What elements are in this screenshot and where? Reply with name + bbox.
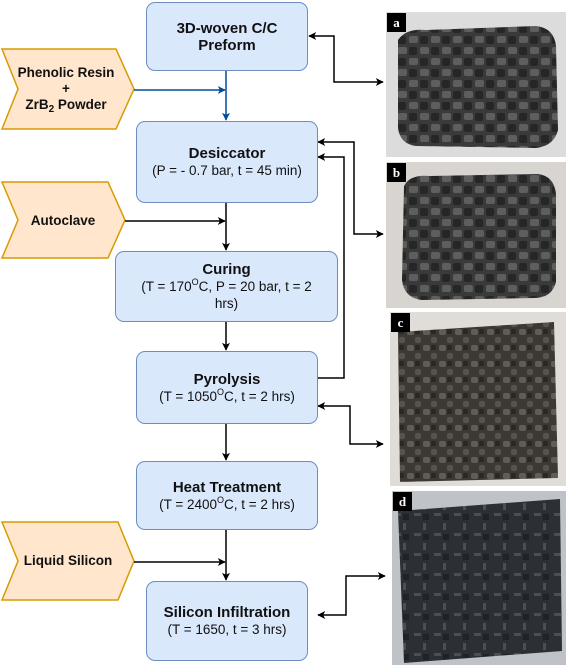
photo-a-image: [398, 26, 558, 148]
step-preform-title: 3D-woven C/C: [176, 19, 278, 37]
photo-a-label: a: [387, 13, 406, 32]
input-liquid-silicon: Liquid Silicon: [4, 548, 132, 574]
photo-b-desiccator: b: [386, 162, 566, 308]
autoclave-input-shape: [0, 181, 126, 259]
step-curing: Curing (T = 170OC, P = 20 bar, t = 2 hrs…: [115, 251, 338, 322]
photo-c-label: c: [391, 313, 410, 332]
step-curing-conditions-2: hrs): [214, 296, 239, 311]
step-pyrolysis-title: Pyrolysis: [193, 370, 261, 388]
step-pyrolysis: Pyrolysis (T = 1050OC, t = 2 hrs): [136, 351, 318, 424]
step-heat-conditions: (T = 2400OC, t = 2 hrs): [159, 494, 295, 512]
photo-a-preform: a: [386, 12, 566, 157]
step-curing-title: Curing: [202, 261, 251, 278]
input-phenolic-resin: Phenolic Resin + ZrB2 Powder: [4, 56, 128, 122]
photo-d-silicon-infiltration: d: [392, 491, 566, 665]
step-desiccator-conditions: (P = - 0.7 bar, t = 45 min): [152, 163, 302, 178]
photo-d-label: d: [393, 492, 412, 511]
photo-c-pyrolysis: c: [390, 312, 566, 486]
photo-b-label: b: [387, 163, 406, 182]
input-resin-line3: ZrB2 Powder: [25, 97, 107, 115]
resin-input-shape: [0, 48, 135, 130]
input-liquid-silicon-label: Liquid Silicon: [23, 553, 113, 568]
input-resin-line2: +: [62, 81, 70, 96]
step-desiccator: Desiccator (P = - 0.7 bar, t = 45 min): [136, 121, 318, 203]
photo-c-image: [398, 322, 558, 482]
step-pyrolysis-conditions: (T = 1050OC, t = 2 hrs): [159, 386, 295, 404]
step-heat-treatment: Heat Treatment (T = 2400OC, t = 2 hrs): [136, 461, 318, 530]
step-silicon-title: Silicon Infiltration: [163, 604, 291, 621]
input-autoclave: Autoclave: [10, 208, 116, 234]
step-silicon-conditions: (T = 1650, t = 3 hrs): [167, 622, 287, 637]
step-silicon-infiltration: Silicon Infiltration (T = 1650, t = 3 hr…: [146, 581, 308, 661]
photo-b-image: [402, 174, 556, 300]
link-silicon-photo-d: [317, 572, 386, 619]
step-preform-title-2: Preform: [198, 36, 256, 54]
step-heat-title: Heat Treatment: [172, 478, 282, 496]
liquid-silicon-input-shape: [0, 521, 135, 601]
link-pyrolysis-photo-c: [317, 402, 384, 448]
step-desiccator-title: Desiccator: [188, 145, 266, 162]
link-preform-photo-a: [308, 32, 384, 86]
step-preform: 3D-woven C/C Preform: [146, 2, 308, 71]
photo-d-image: [398, 499, 562, 663]
step-curing-conditions: (T = 170OC, P = 20 bar, t = 2: [141, 277, 312, 295]
link-desiccator-photo-b: [317, 138, 384, 238]
input-autoclave-label: Autoclave: [30, 213, 96, 228]
input-resin-line1: Phenolic Resin: [17, 65, 115, 80]
